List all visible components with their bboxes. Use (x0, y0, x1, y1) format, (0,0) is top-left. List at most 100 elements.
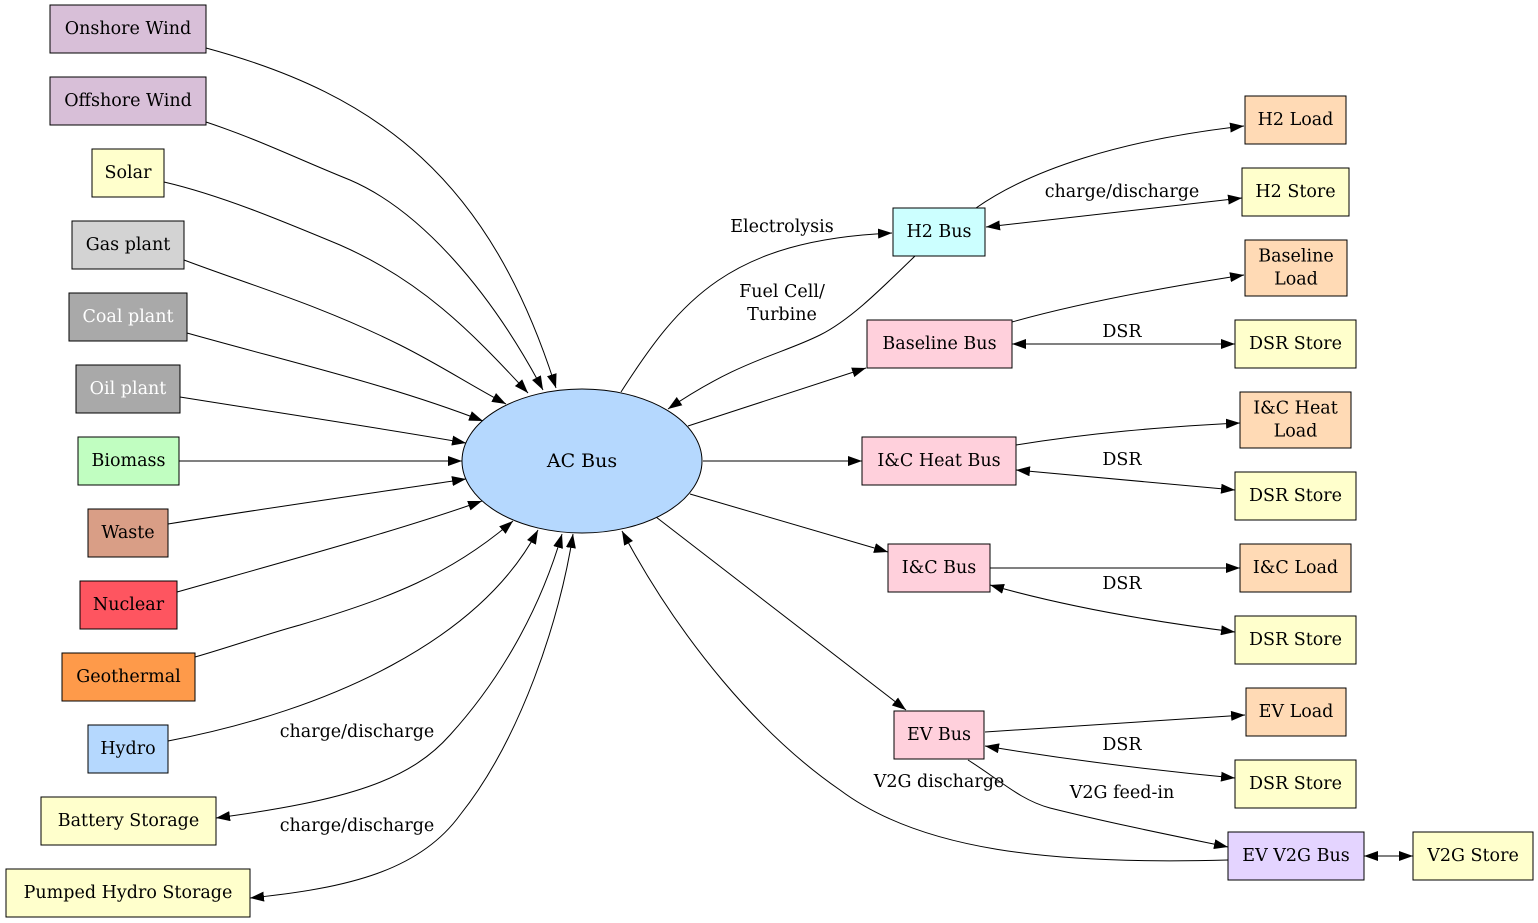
node-h2-store[interactable]: H2 Store (1241, 167, 1350, 217)
node-box (1239, 391, 1352, 449)
node-onshore-wind[interactable]: Onshore Wind (49, 4, 207, 54)
node-battery-storage[interactable]: Battery Storage (40, 796, 217, 846)
node-box (866, 319, 1013, 369)
node-label: Offshore Wind (64, 91, 192, 111)
edge-ac-to-h2 (620, 228, 893, 393)
label-line: Load (1274, 422, 1318, 442)
node-ac-bus[interactable]: AC Bus (461, 388, 703, 534)
node-label: H2 Bus (906, 222, 971, 242)
edge-icheat-dsr (1015, 466, 1236, 494)
edge-label-dsr-baseline: DSR (1102, 322, 1142, 342)
node-label: Baseline Bus (882, 334, 996, 354)
node-dsr-store-icheat[interactable]: DSR Store (1234, 471, 1357, 521)
node-label: I&C Load (1253, 558, 1338, 578)
edge-label-v2g-discharge: V2G discharge (873, 772, 1005, 792)
node-label: AC Bus (546, 450, 617, 472)
edges (163, 47, 1413, 902)
node-h2-bus[interactable]: H2 Bus (892, 207, 986, 257)
node-v2g-store[interactable]: V2G Store (1412, 831, 1534, 881)
edge-nuclear-to-ac (176, 500, 483, 593)
edge-label-fuelcell: Fuel Cell/Turbine (739, 282, 825, 325)
node-box (87, 724, 169, 774)
node-label: Pumped Hydro Storage (24, 883, 233, 903)
node-label: DSR Store (1249, 630, 1342, 650)
edge-hydro-to-ac (167, 529, 539, 742)
node-label: DSR Store (1249, 774, 1342, 794)
edge-v2g-to-ac (621, 530, 1229, 862)
node-label: I&C Heat Bus (877, 451, 1000, 471)
node-geothermal[interactable]: Geothermal (61, 652, 196, 702)
node-label: Biomass (92, 451, 166, 471)
node-icheat-bus[interactable]: I&C Heat Bus (861, 436, 1017, 486)
node-box (1412, 831, 1534, 881)
node-box (5, 868, 251, 918)
node-ev-v2g-bus[interactable]: EV V2G Bus (1227, 831, 1365, 881)
node-nuclear[interactable]: Nuclear (79, 580, 178, 630)
node-pumped-hydro-storage[interactable]: Pumped Hydro Storage (5, 868, 251, 918)
node-h2-load[interactable]: H2 Load (1244, 95, 1347, 145)
node-box (79, 580, 178, 630)
node-box (1241, 167, 1350, 217)
node-box (861, 436, 1017, 486)
node-label: Solar (105, 163, 153, 183)
node-ev-bus[interactable]: EV Bus (893, 710, 985, 760)
node-box (1234, 319, 1357, 369)
node-dsr-store-ic[interactable]: DSR Store (1234, 615, 1357, 665)
node-label: DSR Store (1249, 334, 1342, 354)
node-label: Coal plant (82, 307, 173, 327)
node-ic-bus[interactable]: I&C Bus (887, 543, 991, 593)
edge-baseline-to-load (1011, 272, 1245, 323)
node-solar[interactable]: Solar (91, 148, 165, 198)
node-box (91, 148, 165, 198)
edge-labels: charge/discharge charge/discharge Electr… (280, 182, 1200, 836)
node-box (887, 543, 991, 593)
node-gas-plant[interactable]: Gas plant (71, 220, 185, 270)
node-waste[interactable]: Waste (87, 508, 169, 558)
edge-label-h2store: charge/discharge (1045, 182, 1200, 202)
node-coal-plant[interactable]: Coal plant (68, 292, 188, 342)
node-baseline-bus[interactable]: Baseline Bus (866, 319, 1013, 369)
node-biomass[interactable]: Biomass (77, 436, 180, 486)
node-hydro[interactable]: Hydro (87, 724, 169, 774)
edge-ev-to-load (984, 710, 1246, 733)
node-box (1227, 831, 1365, 881)
node-oil-plant[interactable]: Oil plant (75, 364, 181, 414)
edge-ic-dsr (989, 584, 1236, 636)
node-box (892, 207, 986, 257)
edge-h2-to-ac (667, 255, 916, 410)
node-label: Waste (101, 523, 154, 543)
label-line: Load (1274, 270, 1318, 290)
node-label: DSR Store (1249, 486, 1342, 506)
node-ic-load[interactable]: I&C Load (1239, 543, 1352, 593)
edge-ev-dsr (984, 743, 1236, 782)
node-box (77, 436, 180, 486)
node-box (61, 652, 196, 702)
edge-pumped-ac (249, 533, 576, 902)
node-box (1234, 471, 1357, 521)
node-box (40, 796, 217, 846)
node-box (1234, 615, 1357, 665)
node-label: Gas plant (86, 235, 171, 255)
node-box (1239, 543, 1352, 593)
node-dsr-store-baseline[interactable]: DSR Store (1234, 319, 1357, 369)
node-ev-load[interactable]: EV Load (1245, 687, 1347, 737)
node-box (49, 4, 207, 54)
edge-label-v2g-feedin: V2G feed-in (1069, 783, 1175, 803)
node-box (68, 292, 188, 342)
node-box (71, 220, 185, 270)
node-label: V2G Store (1426, 846, 1519, 866)
node-offshore-wind[interactable]: Offshore Wind (49, 76, 207, 126)
edge-coal-to-ac (186, 332, 484, 422)
edge-ac-to-ic (689, 493, 889, 553)
node-label: Nuclear (93, 595, 165, 615)
node-dsr-store-ev[interactable]: DSR Store (1234, 759, 1357, 809)
node-label: EV Bus (907, 725, 971, 745)
node-label: EV V2G Bus (1242, 846, 1349, 866)
node-box (75, 364, 181, 414)
edge-label-dsr-ev: DSR (1102, 735, 1142, 755)
